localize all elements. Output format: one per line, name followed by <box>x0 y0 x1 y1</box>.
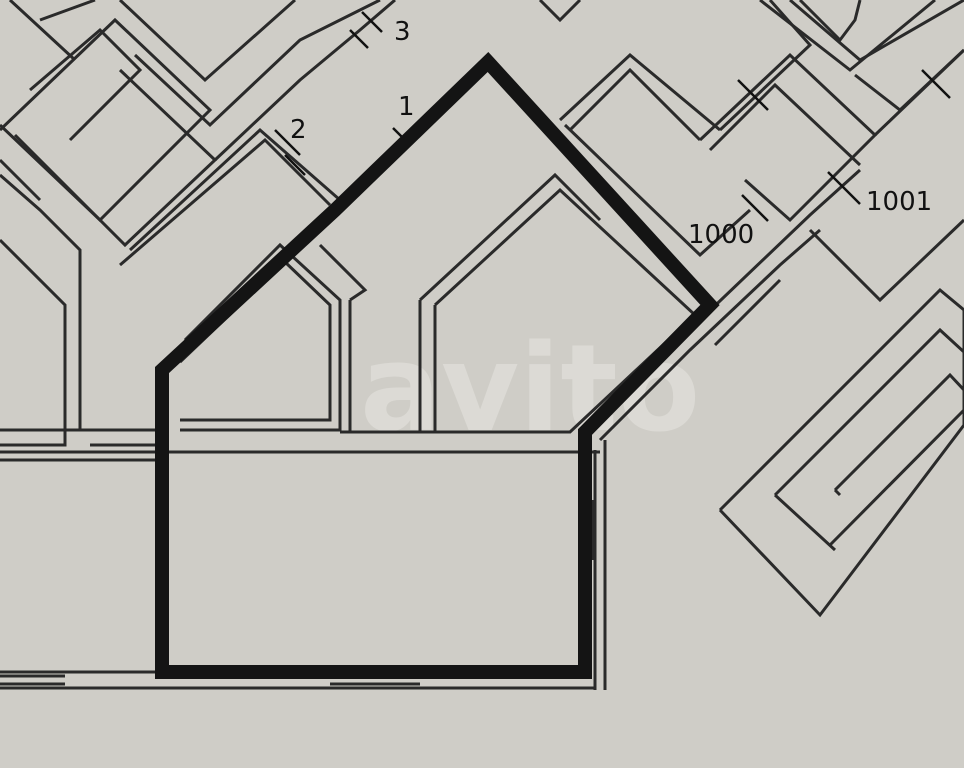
wall <box>798 0 862 43</box>
wall <box>0 173 82 432</box>
label-1000: 1000 <box>688 220 754 250</box>
tick <box>827 171 861 205</box>
wall <box>0 238 67 447</box>
stair-outline <box>773 493 837 552</box>
stair-outline <box>833 488 842 497</box>
wall <box>433 187 698 434</box>
label-2: 2 <box>290 115 307 145</box>
tick <box>284 154 306 176</box>
wall <box>128 127 341 252</box>
wall <box>598 228 821 442</box>
stair-outline <box>718 287 964 618</box>
tick <box>741 194 769 222</box>
wall <box>118 0 296 83</box>
wall <box>0 158 42 202</box>
wall <box>133 0 381 128</box>
wall <box>538 0 582 23</box>
watermark: avito <box>360 320 700 459</box>
window-marks <box>0 500 594 686</box>
tick-marks <box>274 11 951 222</box>
wall <box>718 0 813 132</box>
tick <box>737 79 769 111</box>
wall <box>563 123 752 258</box>
wall <box>13 68 218 248</box>
wall <box>318 243 368 302</box>
tick <box>361 11 383 33</box>
wall <box>119 137 332 267</box>
label-1001: 1001 <box>866 187 932 217</box>
stair-outline <box>773 327 964 497</box>
wall <box>568 67 702 142</box>
wall <box>8 0 77 62</box>
background-walls <box>0 0 964 690</box>
tick <box>349 29 369 49</box>
wall <box>180 242 342 432</box>
wall <box>698 168 862 322</box>
wall <box>708 82 862 167</box>
wall <box>789 0 964 62</box>
wall <box>713 278 782 347</box>
tick <box>274 129 301 156</box>
highlighted-unit <box>155 51 720 679</box>
wall <box>558 53 721 132</box>
tick <box>921 69 951 99</box>
stair-outline <box>828 408 964 547</box>
wall <box>698 52 878 223</box>
wall <box>873 48 964 137</box>
wall <box>213 0 396 162</box>
wall <box>29 27 143 142</box>
wall <box>39 0 96 22</box>
label-3: 3 <box>394 17 411 47</box>
stair-outline <box>833 372 964 492</box>
wall <box>759 0 936 72</box>
label-1: 1 <box>398 92 415 122</box>
wall <box>418 172 602 302</box>
wall <box>808 218 964 303</box>
